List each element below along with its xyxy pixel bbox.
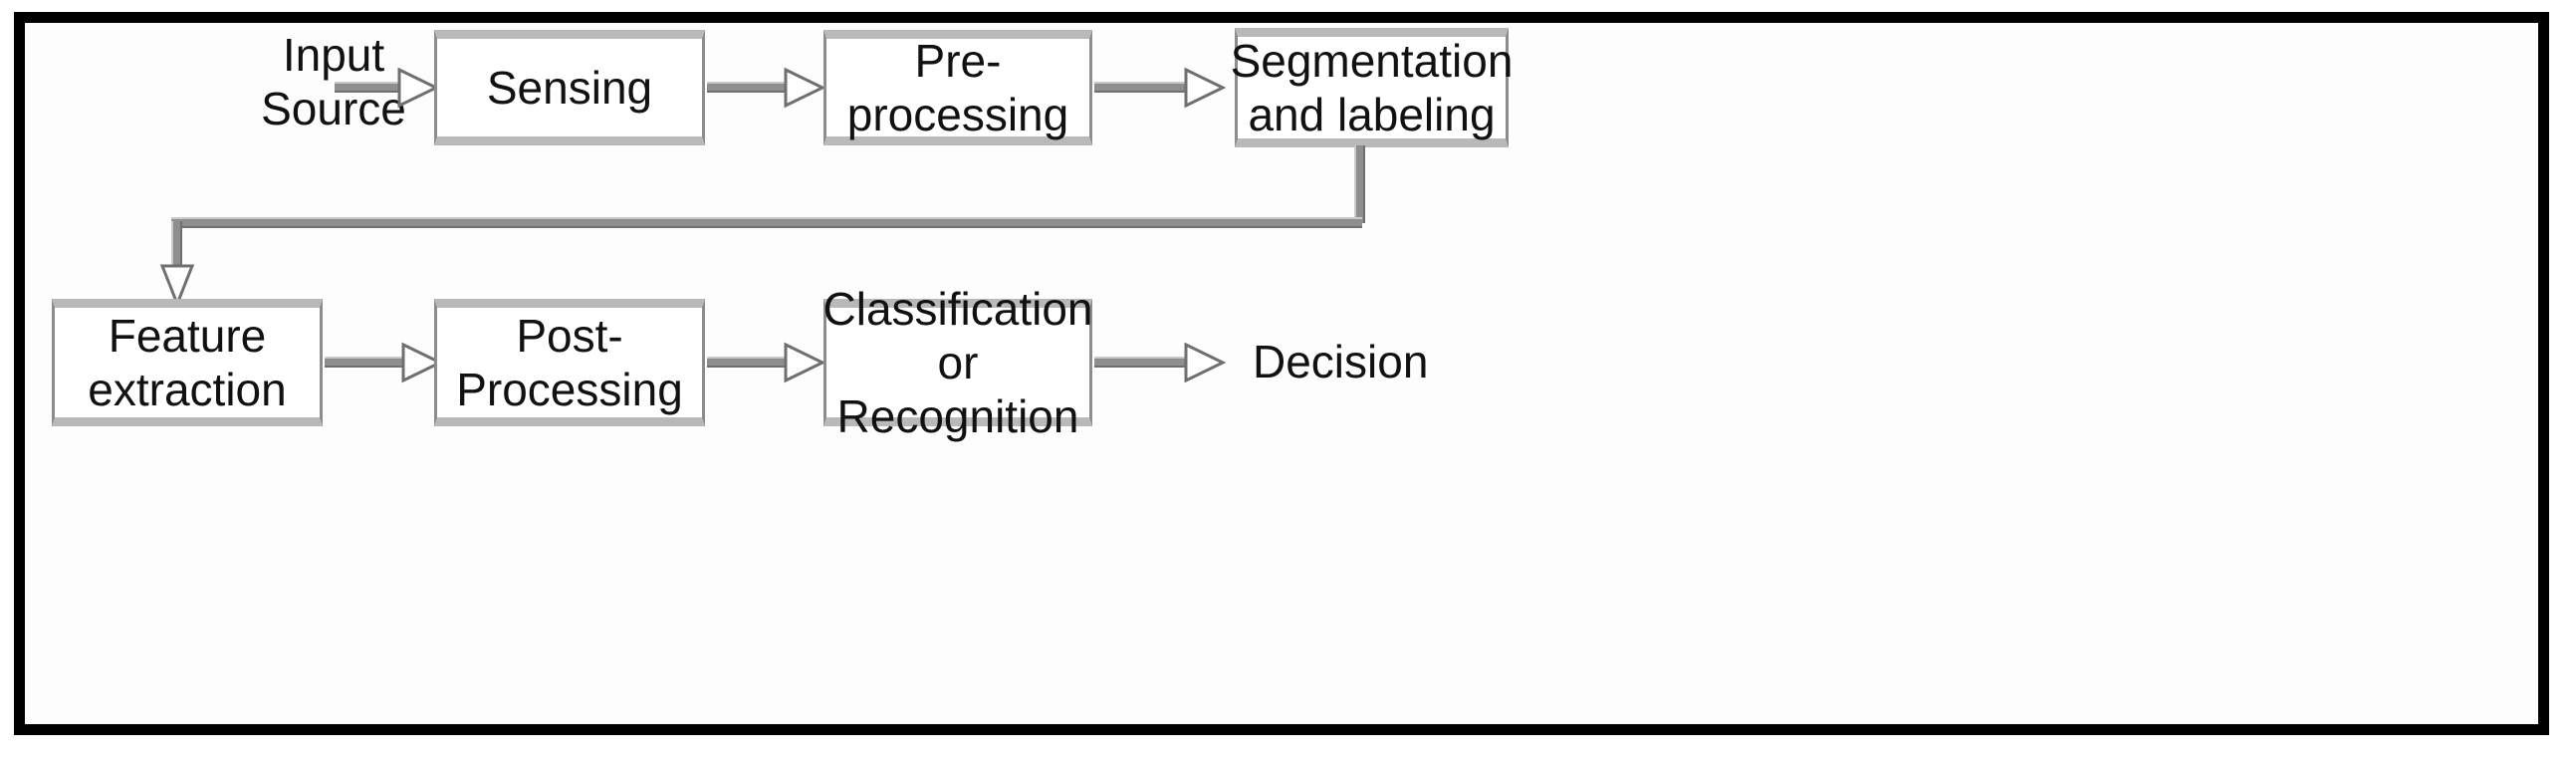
arrowhead-input-to-sensing <box>396 66 440 110</box>
arrowhead-feedback-to-feature <box>159 263 195 309</box>
node-pre-processing-label: Pre-processing <box>846 34 1069 140</box>
node-segmentation-label: Segmentation and labeling <box>1230 34 1514 140</box>
node-post-processing[interactable]: Post- Processing <box>434 299 705 426</box>
connector-post-to-classification-shaft <box>707 357 795 368</box>
connector-input-to-sensing-shaft <box>335 82 420 93</box>
arrowhead-feature-to-post <box>400 341 444 384</box>
node-sensing[interactable]: Sensing <box>434 30 705 145</box>
connector-feature-to-post-shaft <box>325 357 412 368</box>
node-classification-label: Classification or Recognition <box>822 282 1093 443</box>
connector-sensing-to-preprocessing-shaft <box>707 82 795 93</box>
input-source-label: Input Source <box>261 29 406 135</box>
node-post-processing-label: Post- Processing <box>456 309 683 415</box>
decision-label: Decision <box>1253 336 1429 387</box>
node-pre-processing[interactable]: Pre-processing <box>823 30 1092 145</box>
node-feature-extraction-label: Feature extraction <box>88 309 287 415</box>
arrowhead-preprocessing-to-segmentation <box>1183 66 1227 110</box>
connector-preprocessing-to-segmentation-shaft <box>1094 82 1194 93</box>
node-sensing-label: Sensing <box>486 61 653 114</box>
connector-feedback-vertical-right <box>1354 145 1365 223</box>
connector-classification-to-decision-shaft <box>1094 357 1194 368</box>
arrowhead-post-to-classification <box>783 341 826 384</box>
connector-feedback-vertical-left <box>171 221 182 269</box>
node-classification[interactable]: Classification or Recognition <box>823 283 1093 443</box>
node-segmentation[interactable]: Segmentation and labeling <box>1231 28 1513 147</box>
connector-feedback-horizontal <box>171 217 1362 228</box>
node-feature-extraction[interactable]: Feature extraction <box>52 299 323 426</box>
arrowhead-sensing-to-preprocessing <box>783 66 826 110</box>
arrowhead-classification-to-decision <box>1183 341 1227 384</box>
